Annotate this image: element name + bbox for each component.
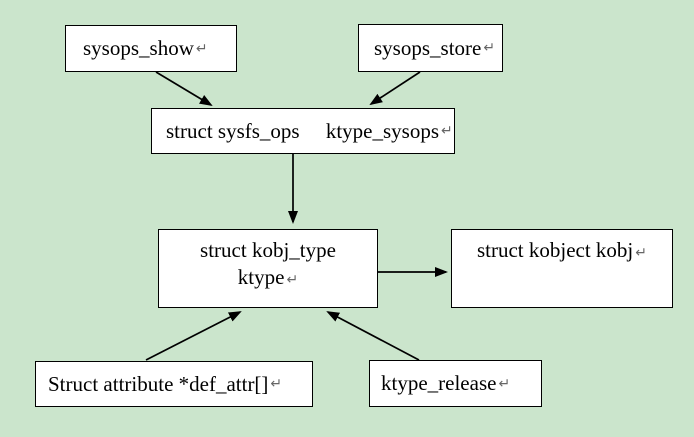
node-sysops-store: sysops_store↵ <box>358 24 503 72</box>
node-ktype-release: ktype_release↵ <box>369 360 542 407</box>
node-kobject-line1: struct kobject kobj↵ <box>476 238 648 262</box>
arrow-ktype-release-to-kobj-type <box>326 311 420 361</box>
node-kobj-type: struct kobj_type ktype↵ <box>158 229 378 308</box>
node-def-attr: Struct attribute *def_attr[]↵ <box>35 361 313 407</box>
node-kobj-type-line1: struct kobj_type <box>200 238 336 262</box>
node-sysops-show: sysops_show↵ <box>65 25 237 72</box>
paragraph-mark-icon: ↵ <box>195 40 208 57</box>
node-def-attr-label: Struct attribute *def_attr[] <box>48 371 269 396</box>
node-sysops-show-label: sysops_show <box>83 36 194 60</box>
paragraph-mark-icon: ↵ <box>635 245 648 261</box>
arrow-sysops-store-to-ktype-sysops <box>369 71 421 106</box>
arrow-def-attr-to-kobj-type <box>145 311 242 361</box>
paragraph-mark-icon: ↵ <box>441 123 453 139</box>
node-ktype-sysops-label: struct sysfs_ops ktype_sysops <box>166 118 440 143</box>
node-sysops-store-label: sysops_store <box>374 35 482 60</box>
paragraph-mark-icon: ↵ <box>498 375 511 392</box>
arrow-sysops-show-to-ktype-sysops <box>155 71 213 107</box>
node-ktype-release-label: ktype_release <box>381 371 497 395</box>
node-kobject: struct kobject kobj↵ <box>451 229 673 308</box>
paragraph-mark-icon: ↵ <box>270 376 283 392</box>
node-ktype-sysops: struct sysfs_ops ktype_sysops↵ <box>151 108 455 154</box>
paragraph-mark-icon: ↵ <box>483 40 496 56</box>
paragraph-mark-icon: ↵ <box>286 272 299 288</box>
node-kobj-type-line2: ktype↵ <box>237 265 299 289</box>
